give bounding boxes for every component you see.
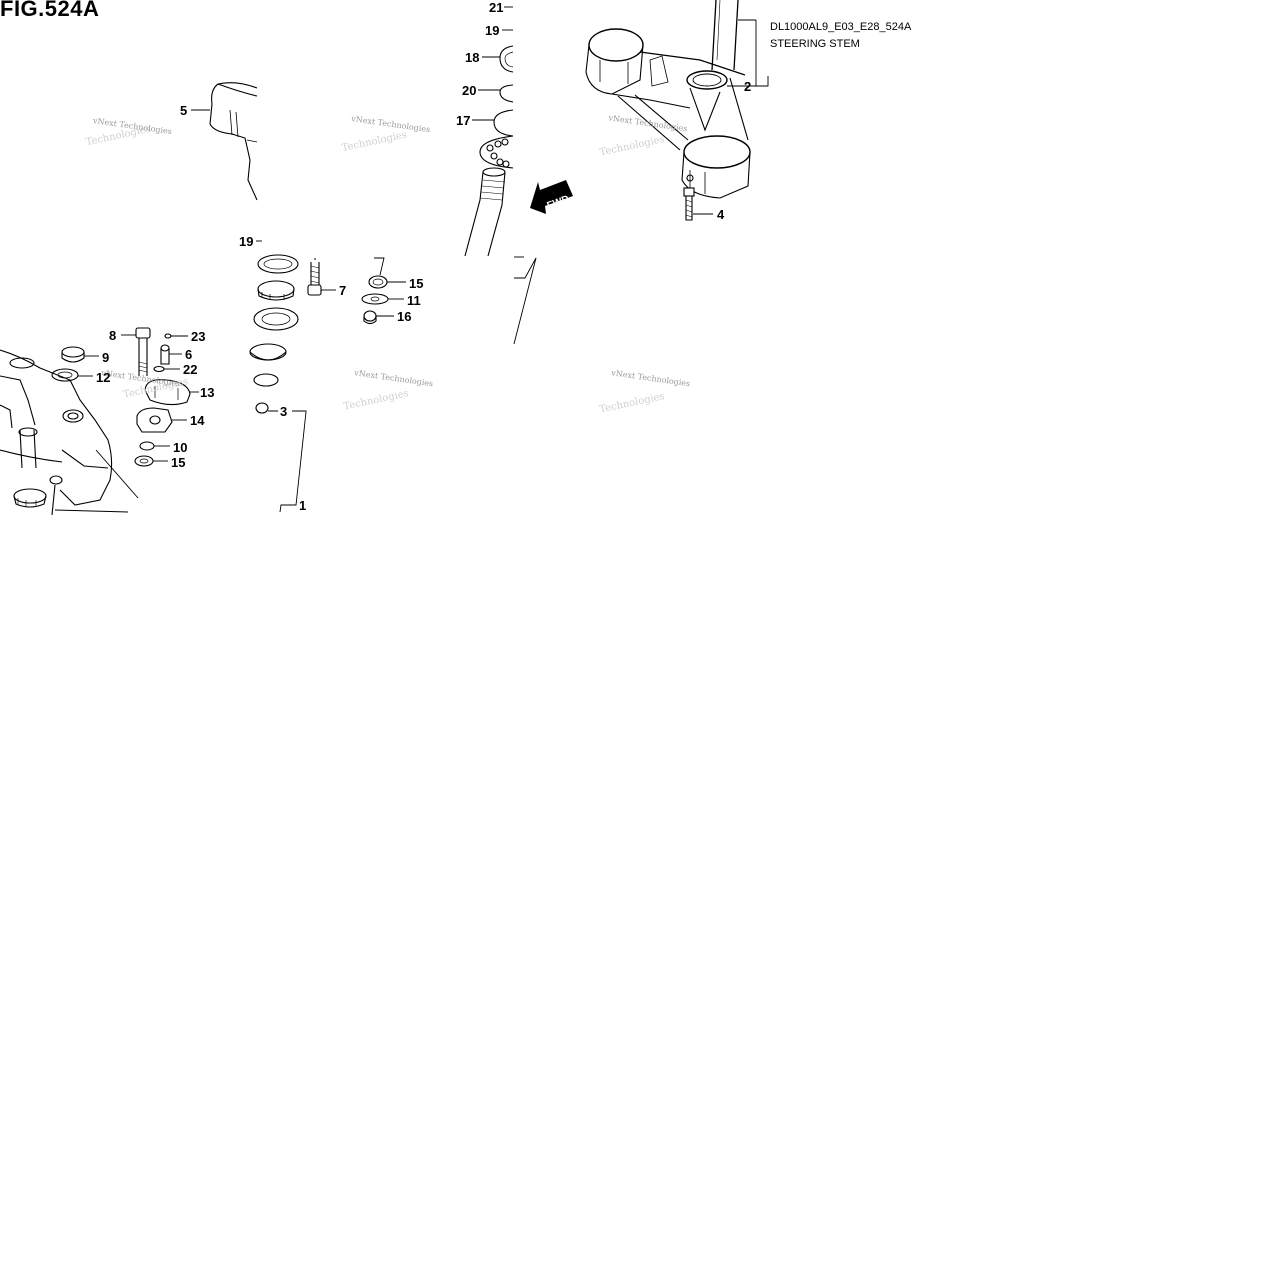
watermark-text: vNext Technologies	[610, 368, 691, 388]
callout-20: 20	[462, 83, 476, 98]
stem-bearing-stack-part	[464, 45, 514, 257]
leader-lines	[54, 6, 769, 513]
callout-19: 19	[239, 234, 253, 249]
callout-8: 8	[109, 328, 116, 343]
bolt-4-part	[683, 187, 695, 221]
watermark-ghost: Technologies	[599, 134, 666, 159]
callout-10: 10	[173, 440, 187, 455]
callout-14: 14	[190, 413, 205, 428]
callout-5: 5	[180, 103, 187, 118]
callout-22: 22	[183, 362, 197, 377]
callout-19: 19	[485, 23, 499, 38]
fwd-arrow-icon: FWD	[530, 180, 573, 214]
callout-12: 12	[96, 370, 110, 385]
callout-7: 7	[339, 283, 346, 298]
callout-13: 13	[200, 385, 214, 400]
callout-2: 2	[744, 79, 751, 94]
bolt-8-part	[135, 327, 151, 376]
figure-title: FIG.524A	[0, 0, 100, 21]
watermark-text: vNext Technologies	[353, 368, 434, 388]
watermark-text: vNext Technologies	[607, 113, 688, 133]
figure-code: DL1000AL9_E03_E28_524A	[770, 21, 912, 33]
callout-6: 6	[185, 347, 192, 362]
callout-17: 17	[456, 113, 470, 128]
upper-bracket-part	[585, 0, 751, 199]
nut-washer-stack-part	[249, 254, 299, 414]
callout-18: 18	[465, 50, 479, 65]
callout-11: 11	[407, 293, 421, 308]
callout-1: 1	[299, 498, 306, 513]
callout-9: 9	[102, 350, 109, 365]
lower-bracket-part	[0, 349, 113, 516]
callout-16: 16	[397, 309, 411, 324]
callout-3: 3	[280, 404, 287, 419]
watermark-ghost: Technologies	[599, 391, 666, 416]
callout-15: 15	[409, 276, 423, 291]
clamp-5-part	[209, 82, 258, 201]
watermark-ghost: Technologies	[343, 388, 410, 413]
callout-21: 21	[489, 0, 503, 15]
watermark-text: vNext Technologies	[350, 114, 431, 134]
callout-23: 23	[191, 329, 205, 344]
watermark-ghost: Technologies	[341, 130, 408, 155]
bolt-6-part	[153, 333, 172, 373]
watermarks: Technologies vNext Technologies Technolo…	[85, 113, 691, 415]
callout-4: 4	[717, 207, 725, 222]
bolt-7-part	[307, 258, 322, 296]
figure-caption: STEERING STEM	[770, 38, 860, 50]
nut-9-washer-12-part	[51, 346, 85, 382]
callout-15: 15	[171, 455, 185, 470]
callout-labels: 21 19 18 20 17 5 2 4 19 7 15 11 16 8 23 …	[96, 0, 751, 513]
